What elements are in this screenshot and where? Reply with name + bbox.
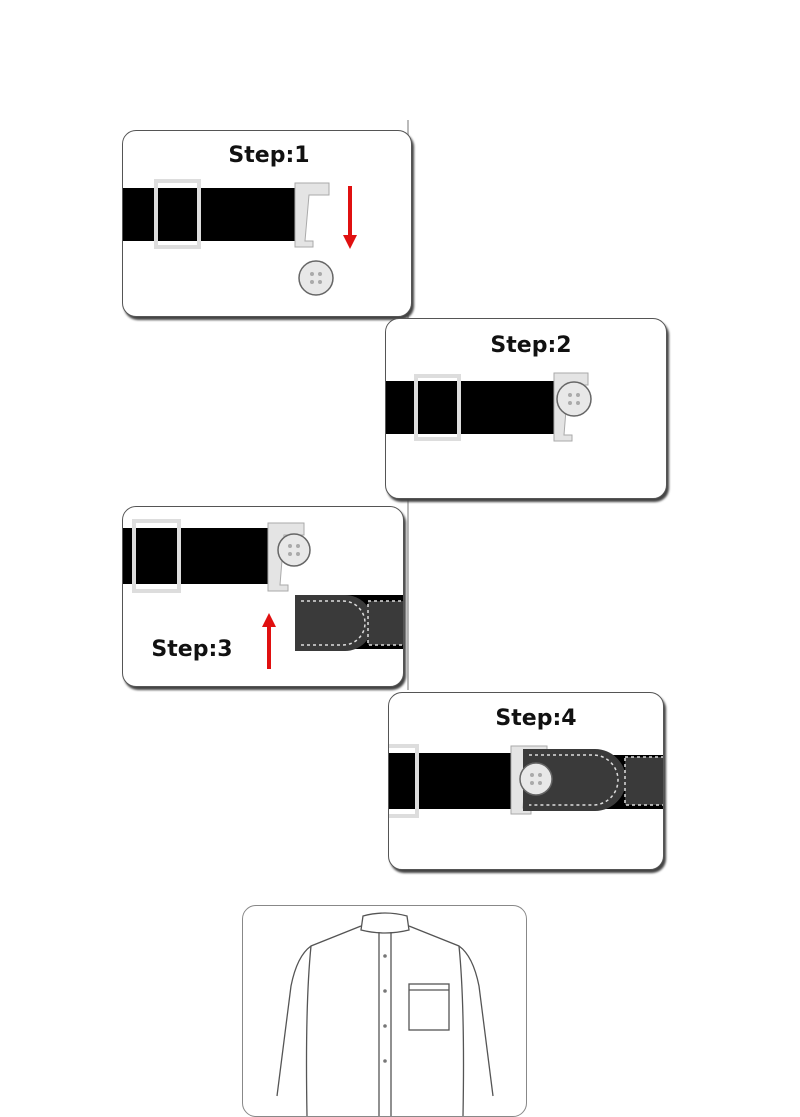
button-icon [298, 260, 334, 296]
step-4-illustration [389, 744, 663, 818]
belt [123, 528, 276, 584]
step-1-illustration [123, 179, 357, 296]
strap-end [295, 595, 403, 651]
step-2-card: Step:2 [385, 318, 667, 499]
belt-loop [154, 179, 201, 249]
step-4-card: Step:4 [388, 692, 664, 870]
belt-loop [414, 374, 461, 441]
button-icon [556, 381, 592, 417]
step-2-illustration [386, 372, 592, 442]
shirt-card [242, 905, 527, 1117]
button-icon [277, 533, 311, 567]
belt [123, 188, 299, 241]
step-3-title: Step:3 [151, 637, 233, 662]
strap-end [523, 749, 663, 811]
shirt-illustration [276, 912, 494, 1116]
step-1-title: Step:1 [228, 143, 310, 168]
step-1-card: Step:1 [122, 130, 412, 317]
belt-loop [389, 744, 419, 818]
belt [386, 381, 561, 434]
step-3-illustration [123, 519, 403, 669]
belt [389, 753, 518, 809]
step-3-card: Step:3 [122, 506, 404, 687]
step-4-title: Step:4 [495, 706, 577, 731]
hook-icon [294, 182, 330, 248]
button-icon [519, 762, 553, 796]
belt-loop [132, 519, 181, 593]
hook-icon [267, 522, 305, 592]
step-2-title: Step:2 [490, 333, 572, 358]
